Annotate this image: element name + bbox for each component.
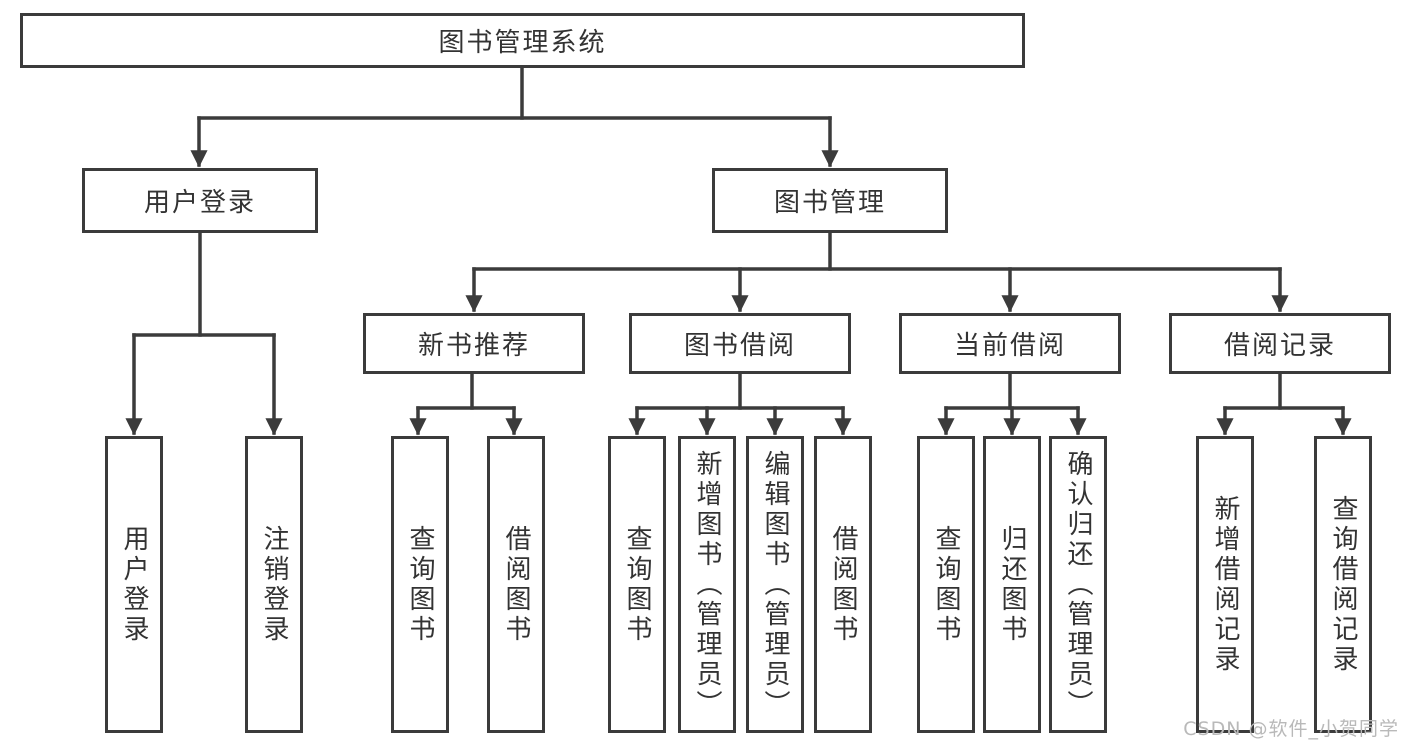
leaf-label: 查询借阅记录 — [1328, 494, 1358, 675]
leaf-query-borrow-record: 查询借阅记录 — [1314, 436, 1372, 733]
leaf-label: 确认归还（管理员） — [1063, 449, 1093, 720]
leaf-borrow-books-borrowing: 借阅图书 — [814, 436, 872, 733]
leaf-label: 归还图书 — [997, 524, 1027, 645]
leaf-user-login: 用户登录 — [105, 436, 163, 733]
node-user-login: 用户登录 — [82, 168, 318, 233]
leaf-label: 查询图书 — [405, 524, 435, 645]
leaf-add-book-admin: 新增图书（管理员） — [678, 436, 736, 733]
leaf-confirm-return-admin: 确认归还（管理员） — [1049, 436, 1107, 733]
leaf-label: 新增借阅记录 — [1210, 494, 1240, 675]
leaf-borrow-books-recommend: 借阅图书 — [487, 436, 545, 733]
watermark-text: CSDN @软件_小贺同学 — [1183, 718, 1399, 740]
leaf-label: 注销登录 — [259, 524, 289, 645]
node-new-book-recommend: 新书推荐 — [363, 313, 585, 374]
node-root: 图书管理系统 — [20, 13, 1025, 68]
leaf-edit-book-admin: 编辑图书（管理员） — [746, 436, 804, 733]
leaf-label: 编辑图书（管理员） — [760, 449, 790, 720]
leaf-query-books-current: 查询图书 — [917, 436, 975, 733]
leaf-label: 用户登录 — [119, 524, 149, 645]
leaf-query-books-borrowing: 查询图书 — [608, 436, 666, 733]
leaf-logout: 注销登录 — [245, 436, 303, 733]
leaf-label: 查询图书 — [931, 524, 961, 645]
leaf-add-borrow-record: 新增借阅记录 — [1196, 436, 1254, 733]
leaf-label: 查询图书 — [622, 524, 652, 645]
node-borrowing-records: 借阅记录 — [1169, 313, 1391, 374]
node-book-borrowing: 图书借阅 — [629, 313, 851, 374]
leaf-return-books: 归还图书 — [983, 436, 1041, 733]
leaf-label: 借阅图书 — [501, 524, 531, 645]
leaf-label: 借阅图书 — [828, 524, 858, 645]
node-book-management: 图书管理 — [712, 168, 948, 233]
leaf-label: 新增图书（管理员） — [692, 449, 722, 720]
node-current-borrowing: 当前借阅 — [899, 313, 1121, 374]
leaf-query-books-recommend: 查询图书 — [391, 436, 449, 733]
